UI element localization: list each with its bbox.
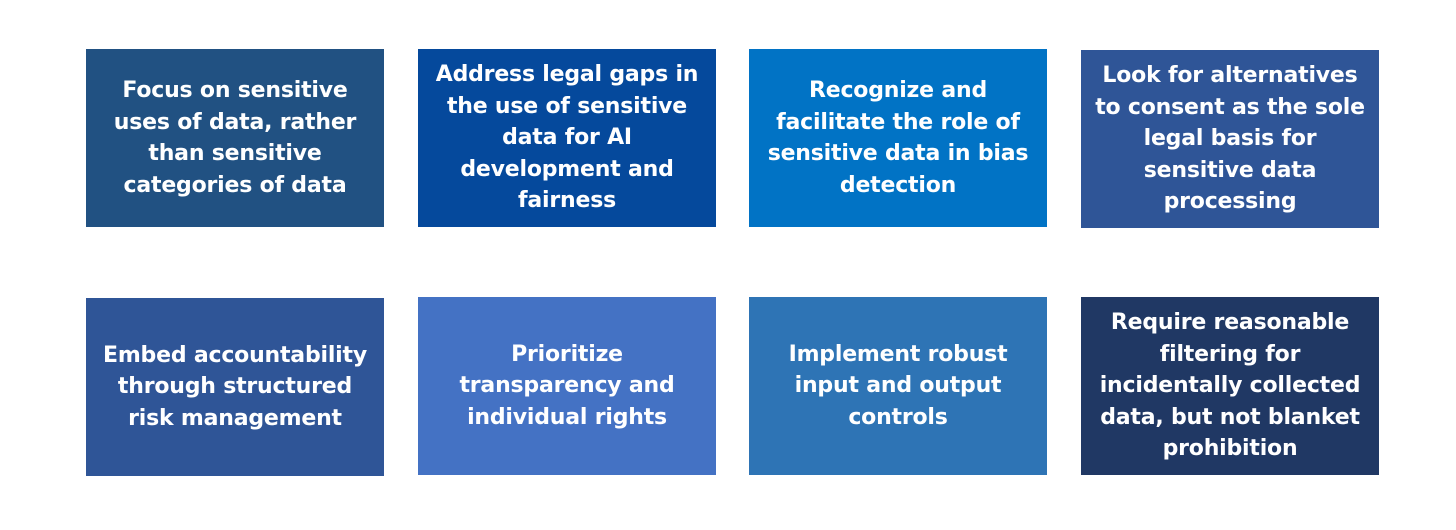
principle-box-text: Focus on sensitive uses of data, rather … <box>113 78 357 198</box>
principle-box-text: Recognize and facilitate the role of sen… <box>767 78 1029 198</box>
principle-box-legal-gaps: Address legal gaps in the use of sensiti… <box>418 49 716 227</box>
principle-box-accountability: Embed accountability through structured … <box>86 298 384 476</box>
principle-box-filtering: Require reasonable filtering for inciden… <box>1081 297 1379 475</box>
principle-box-text: Embed accountability through structured … <box>103 342 367 431</box>
principle-box-sensitive-uses: Focus on sensitive uses of data, rather … <box>86 49 384 227</box>
principle-box-text: Address legal gaps in the use of sensiti… <box>435 62 699 214</box>
principle-box-input-output-controls: Implement robust input and output contro… <box>749 297 1047 475</box>
principle-box-text: Require reasonable filtering for inciden… <box>1099 310 1361 462</box>
principle-box-consent-alternatives: Look for alternatives to consent as the … <box>1081 50 1379 228</box>
principle-box-text: Look for alternatives to consent as the … <box>1095 63 1365 215</box>
principle-box-text: Prioritize transparency and individual r… <box>459 341 675 430</box>
principle-box-transparency: Prioritize transparency and individual r… <box>418 297 716 475</box>
principle-box-bias-detection: Recognize and facilitate the role of sen… <box>749 49 1047 227</box>
principle-box-text: Implement robust input and output contro… <box>788 341 1008 430</box>
